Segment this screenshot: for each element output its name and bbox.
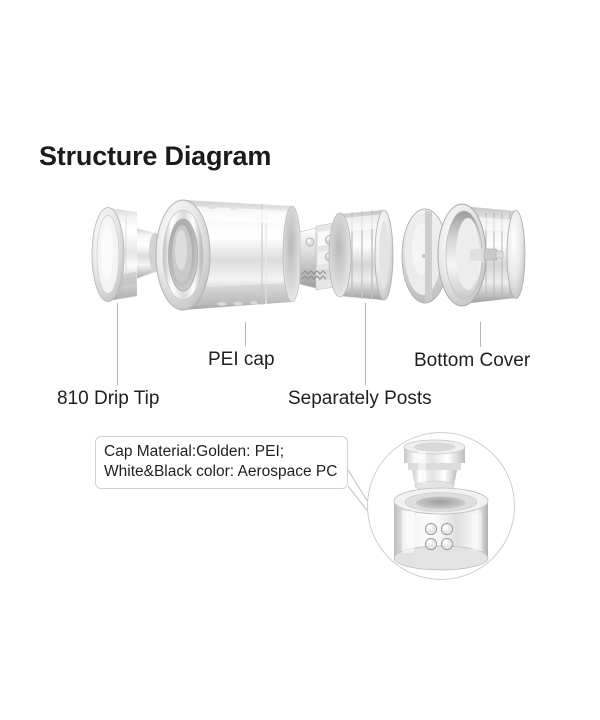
label-810-drip-tip: 810 Drip Tip: [57, 388, 160, 409]
part-pei-cap: [155, 199, 302, 311]
magnified-cap-inset: [367, 432, 515, 580]
part-insulator-disc: [401, 208, 449, 304]
inset-cap: [393, 487, 489, 571]
part-separately-posts: [299, 209, 394, 301]
label-bottom-cover: Bottom Cover: [414, 350, 531, 371]
leader-line-posts: [365, 303, 366, 385]
leader-line-drip-tip: [117, 303, 118, 385]
callout-line-2: White&Black color: Aerospace PC: [104, 463, 338, 480]
inset-drip-tip: [403, 439, 466, 492]
page-title: Structure Diagram: [39, 141, 272, 171]
leader-line-pei-cap: [245, 322, 246, 346]
leader-line-bottom: [480, 322, 481, 347]
label-pei-cap: PEI cap: [208, 349, 275, 370]
airflow-holes: [424, 522, 454, 551]
part-drip-tip: [91, 207, 161, 302]
magnified-cap-artwork: [393, 439, 489, 571]
part-bottom-cover: [437, 203, 526, 307]
label-separately-posts: Separately Posts: [288, 388, 432, 409]
cap-material-callout: Cap Material:Golden: PEI; White&Black co…: [95, 436, 348, 489]
callout-line-1: Cap Material:Golden: PEI;: [104, 443, 285, 460]
